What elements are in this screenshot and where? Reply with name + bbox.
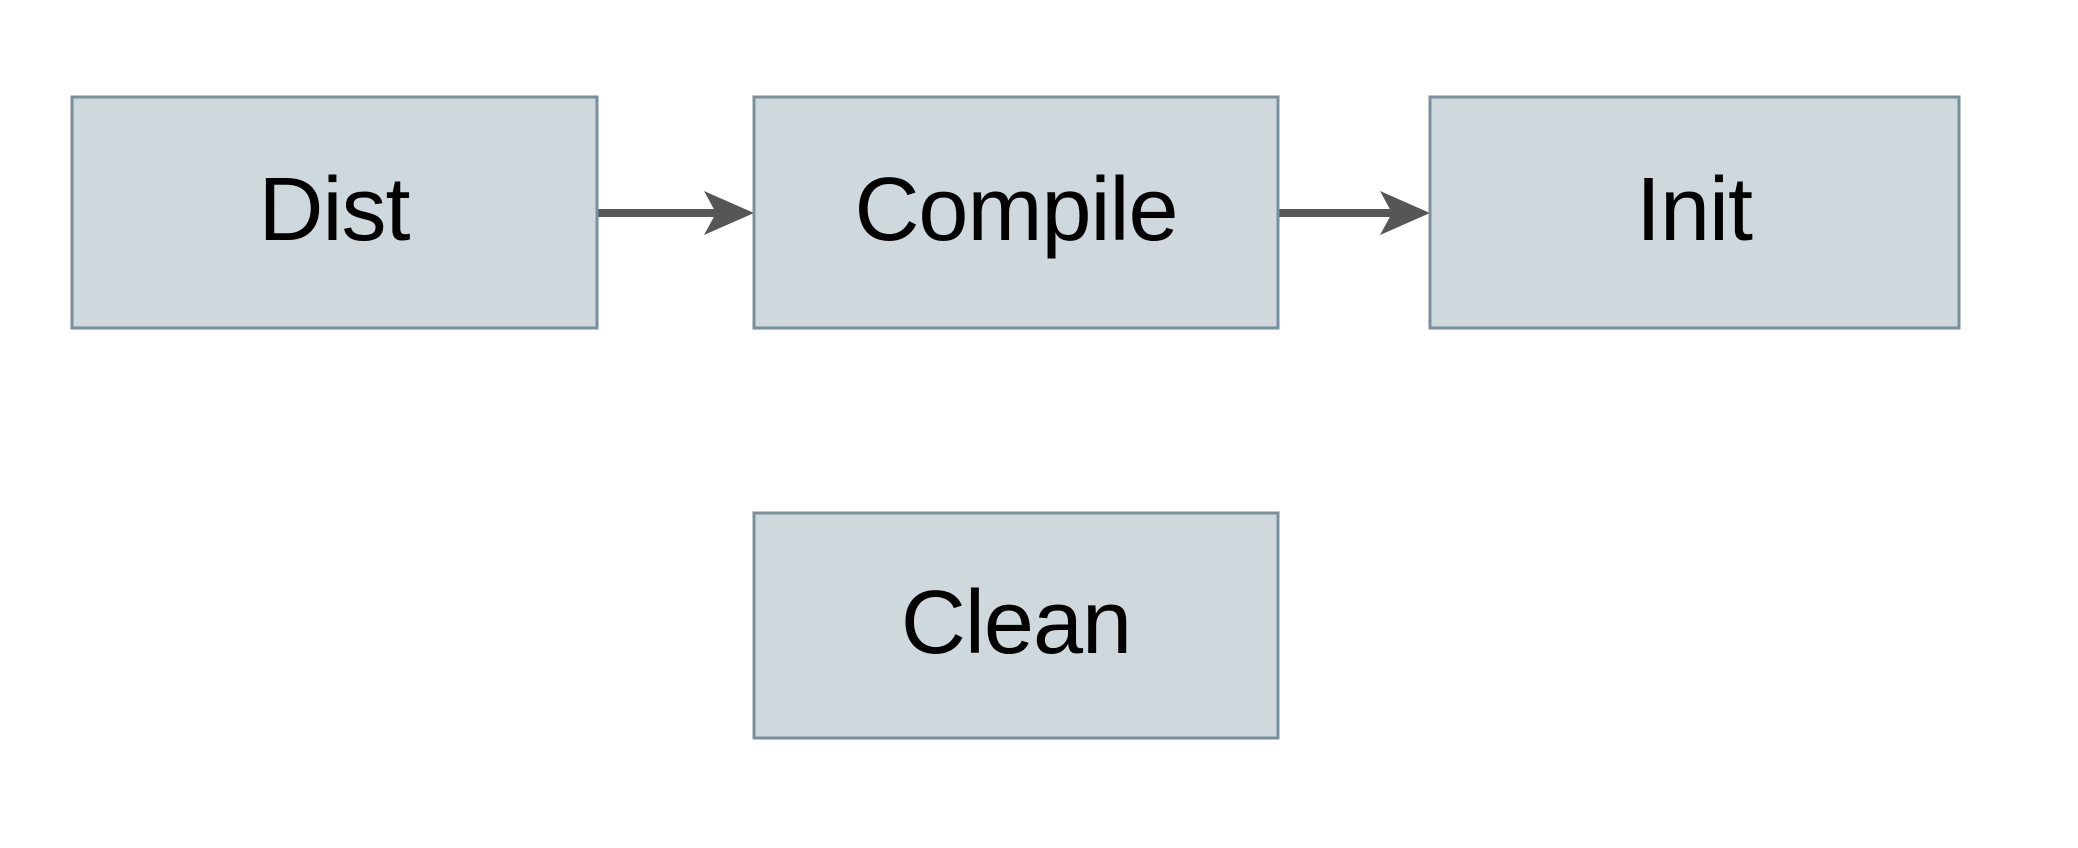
node-init[interactable]: Init <box>1428 95 1961 330</box>
edge-compile-to-init[interactable] <box>1278 191 1430 235</box>
arrowhead-icon-compile-to-init <box>1380 191 1430 235</box>
edge-dist-to-compile[interactable] <box>597 191 754 235</box>
node-compile-label: Compile <box>854 160 1177 260</box>
node-clean-box <box>752 511 1280 740</box>
node-init-label: Init <box>1636 160 1753 260</box>
node-init-box <box>1428 95 1961 330</box>
node-compile-box <box>752 95 1280 330</box>
arrowhead-icon-dist-to-compile <box>704 191 754 235</box>
node-clean[interactable]: Clean <box>752 511 1280 740</box>
node-dist[interactable]: Dist <box>70 95 599 330</box>
node-dist-label: Dist <box>259 160 411 260</box>
node-clean-label: Clean <box>901 573 1131 673</box>
node-compile[interactable]: Compile <box>752 95 1280 330</box>
node-dist-box <box>70 95 599 330</box>
